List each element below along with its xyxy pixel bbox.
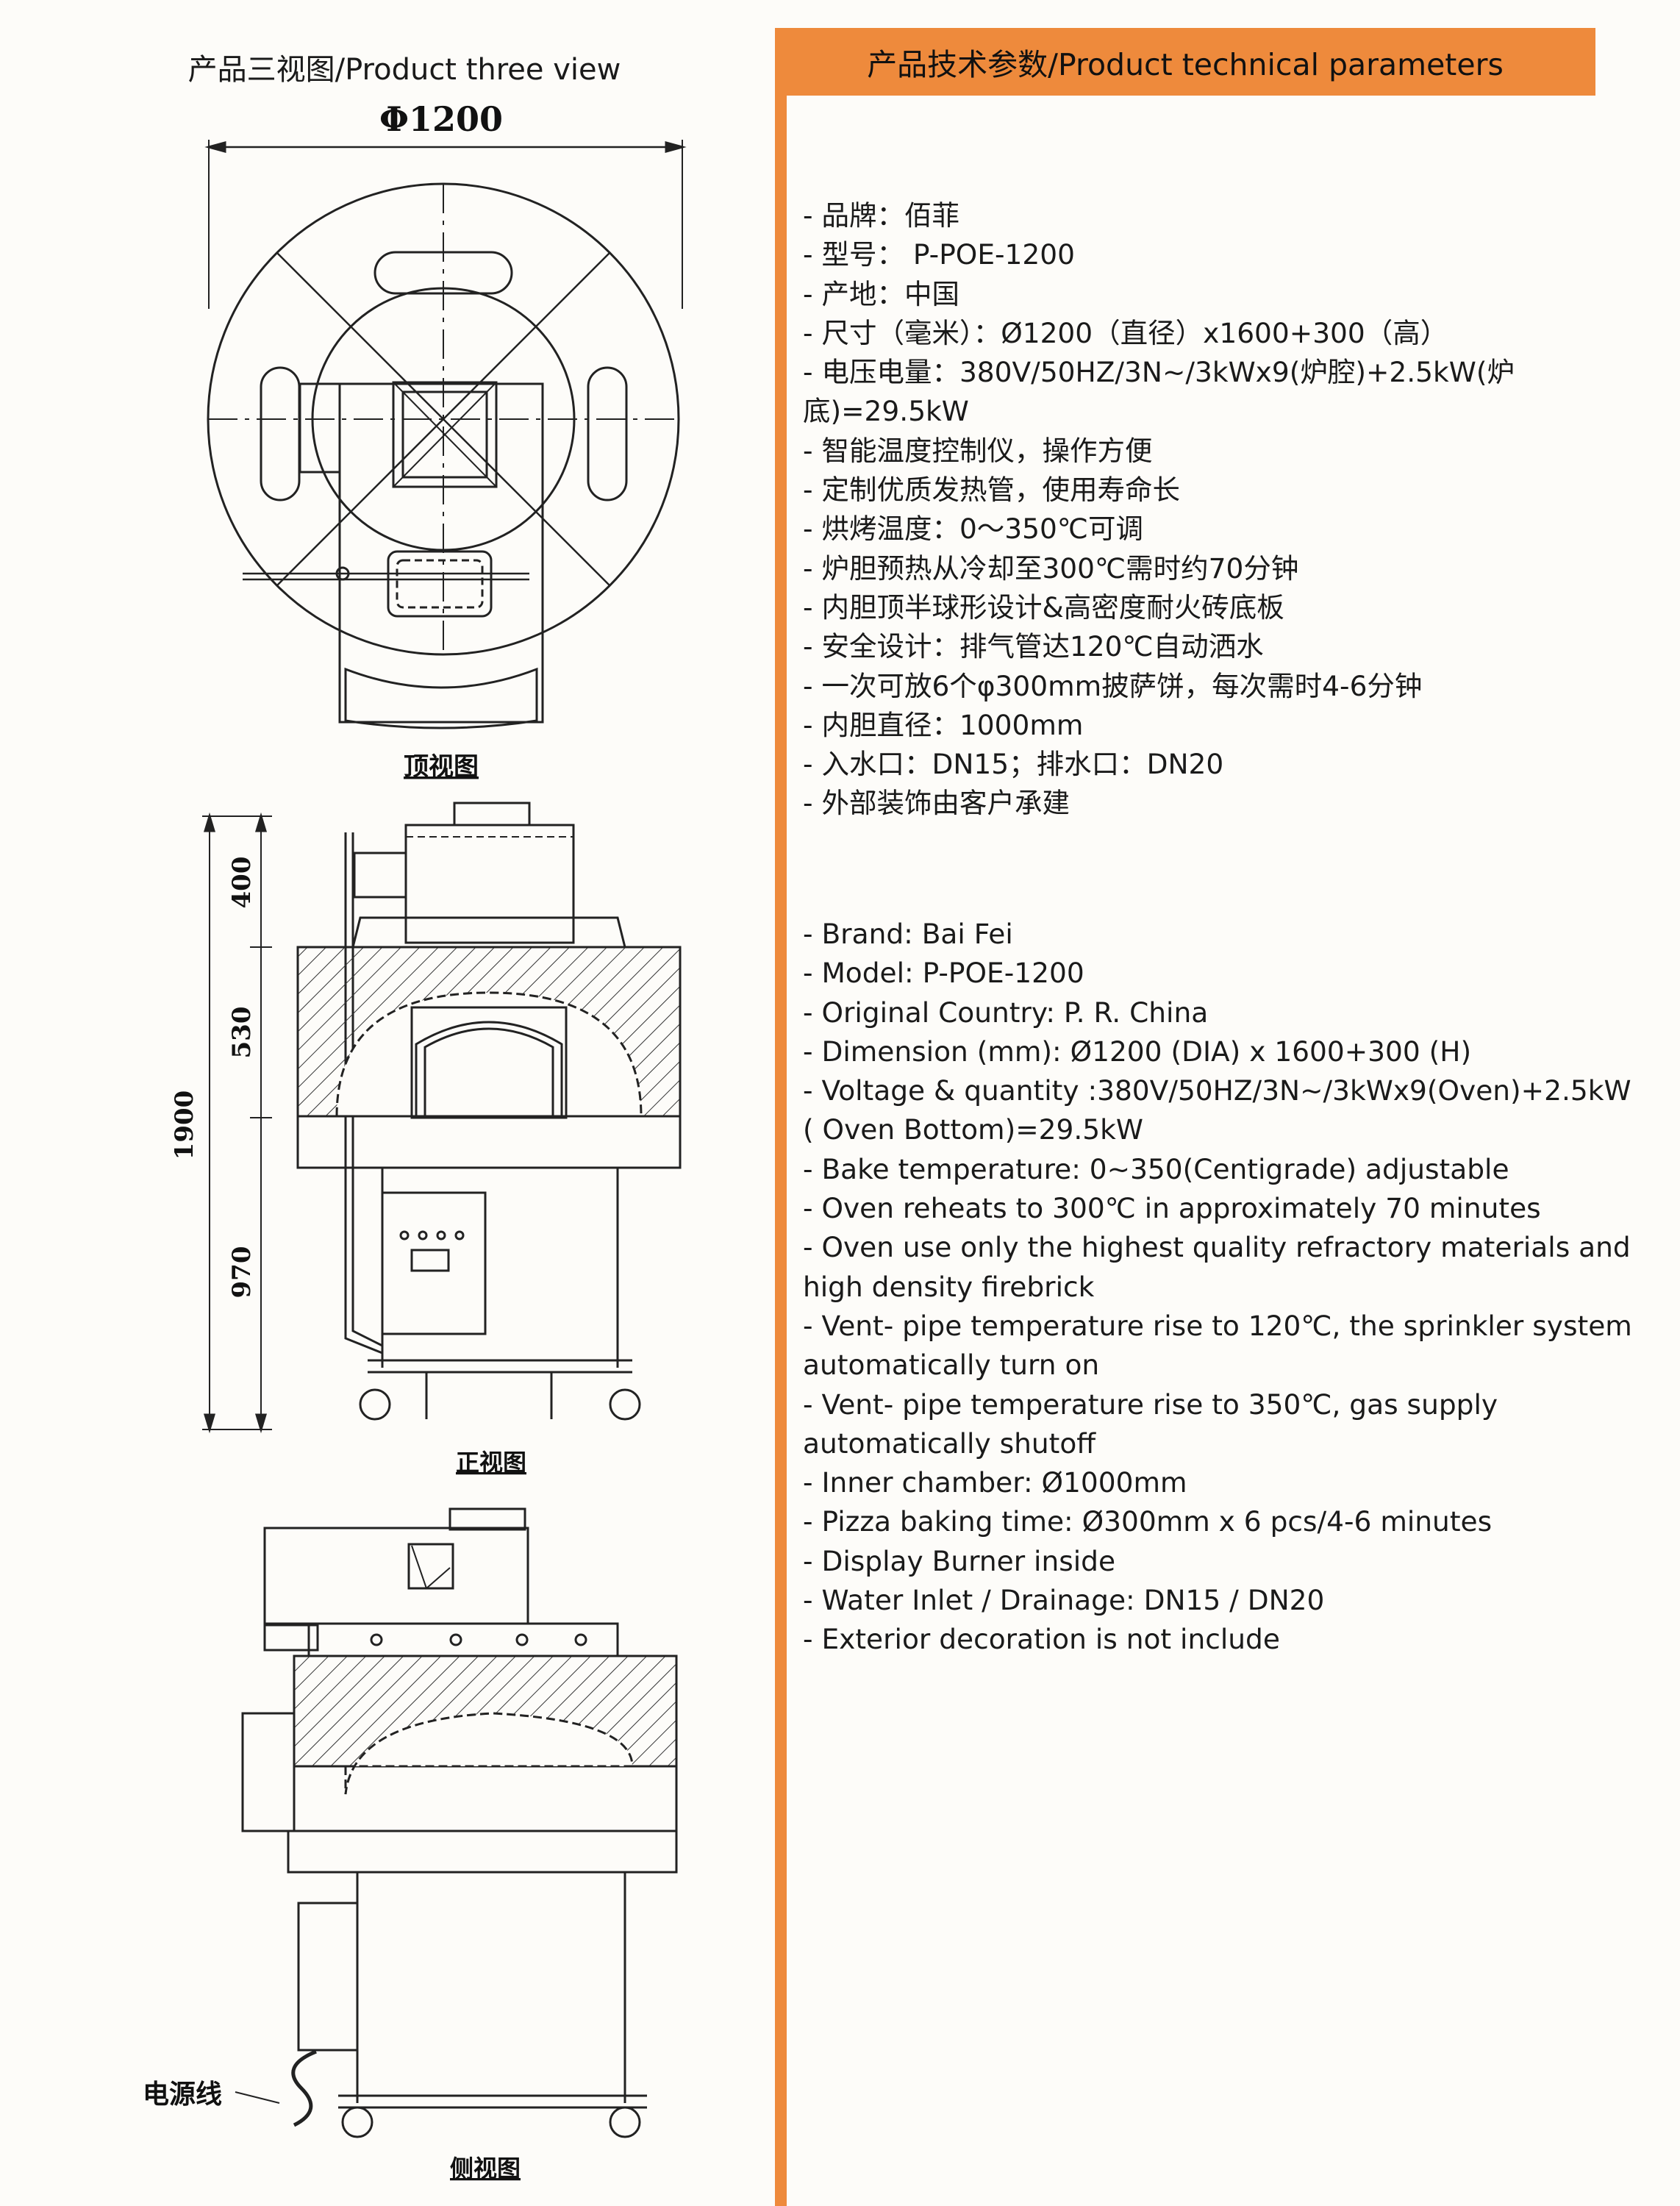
param-safety-cn: - 安全设计：排气管达120℃自动洒水 [803,630,1264,663]
dim-top-label: 400 [227,857,257,909]
front-view-label: 正视图 [456,1449,526,1477]
param-dome-cn: - 内胆顶半球形设计&高密度耐火砖底板 [803,590,1284,624]
top-view-label: 顶视图 [404,752,479,782]
param-bake-temp-cn: - 烘烤温度：0～350℃可调 [803,513,1143,546]
param-exterior-en: - Exterior decoration is not include [803,1623,1280,1656]
right-section-title: 产品技术参数/Product technical parameters [775,28,1595,96]
param-controller-cn: - 智能温度控制仪，操作方便 [803,434,1153,467]
diameter-label: Φ1200 [379,99,503,139]
front-view: 1900 400 530 970 正视图 [170,802,682,1477]
side-view-label: 侧视图 [450,2155,521,2182]
param-gas-shutoff-en: - Vent- pipe temperature rise to 350℃, g… [803,1388,1498,1460]
top-view: Φ1200 顶视图 [204,99,687,782]
param-water-en: - Water Inlet / Drainage: DN15 / DN20 [803,1584,1325,1617]
param-sprinkler-en: - Vent- pipe temperature rise to 120℃, t… [803,1309,1632,1382]
param-burner-en: - Display Burner inside [803,1544,1116,1577]
param-baking-time-en: - Pizza baking time: Ø300mm x 6 pcs/4-6 … [803,1505,1493,1538]
param-chamber-en: - Inner chamber: Ø1000mm [803,1466,1187,1499]
param-heating-tube-cn: - 定制优质发热管，使用寿命长 [803,474,1180,507]
power-cord-label: 电源线 [143,2079,222,2110]
param-brand-en: - Brand: Bai Fei [803,918,1013,950]
left-section-title: 产品三视图/Product three view [187,53,621,87]
dim-bottom-label: 970 [227,1246,257,1299]
chinese-parameter-list: - 品牌：佰菲 - 型号： P-POE-1200 - 产地：中国 - 尺寸（毫米… [803,196,1648,824]
param-size-cn: - 尺寸（毫米）：Ø1200（直径）x1600+300（高） [803,316,1448,349]
param-model-cn: - 型号： P-POE-1200 [803,238,1075,271]
param-chamber-cn: - 内胆直径：1000mm [803,708,1084,741]
param-brand-cn: - 品牌：佰菲 [803,199,959,232]
param-exterior-cn: - 外部装饰由客户承建 [803,787,1070,820]
param-voltage-en: - Voltage & quantity :380V/50HZ/3N~/3kWx… [803,1074,1631,1146]
param-water-cn: - 入水口：DN15；排水口：DN20 [803,748,1224,781]
param-origin-en: - Original Country: P. R. China [803,996,1209,1029]
param-voltage-cn: - 电压电量：380V/50HZ/3N~/3kWx9(炉腔)+2.5kW(炉底)… [803,356,1515,428]
param-size-en: - Dimension (mm): Ø1200 (DIA) x 1600+300… [803,1035,1472,1068]
param-materials-en: - Oven use only the highest quality refr… [803,1231,1631,1303]
dim-mid-label: 530 [227,1007,257,1059]
param-model-en: - Model: P-POE-1200 [803,957,1084,990]
param-origin-cn: - 产地：中国 [803,277,959,310]
orange-divider [775,29,787,2206]
english-parameter-list: - Brand: Bai Fei - Model: P-POE-1200 - O… [803,915,1648,1660]
param-preheat-en: - Oven reheats to 300℃ in approximately … [803,1192,1541,1225]
param-bake-temp-en: - Bake temperature: 0~350(Centigrade) ad… [803,1152,1509,1185]
three-view-drawing: Φ1200 顶视图 [143,99,687,2182]
side-view: 电源线 侧视图 [143,1507,678,2182]
param-capacity-cn: - 一次可放6个φ300mm披萨饼，每次需时4-6分钟 [803,669,1423,702]
param-preheat-cn: - 炉胆预热从冷却至300℃需时约70分钟 [803,552,1299,585]
dim-total-label: 1900 [170,1090,199,1160]
